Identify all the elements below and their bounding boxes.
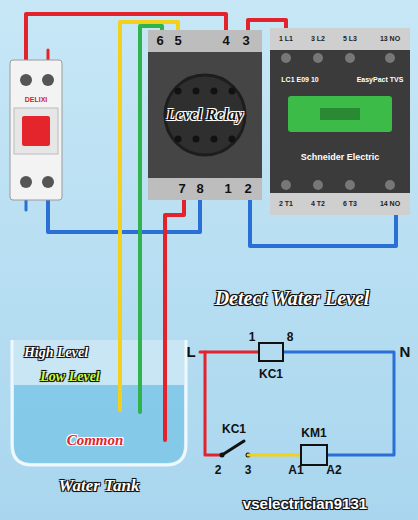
- probe-label: Common: [67, 432, 124, 449]
- terminal-number: 7: [177, 182, 186, 196]
- terminal-number: 4: [221, 34, 230, 48]
- terminal-screw: [42, 74, 54, 86]
- terminal-screw: [345, 180, 355, 190]
- neutral-line: [284, 352, 394, 455]
- terminal-strip: [148, 178, 262, 200]
- socket-hole: [229, 136, 236, 143]
- socket-hole: [193, 88, 200, 95]
- node-subtext: Schneider Electric: [301, 153, 380, 163]
- breaker-body: [10, 60, 62, 200]
- terminal-screw: [345, 53, 355, 63]
- terminal-mark: 1 L1: [279, 35, 293, 43]
- coil-terminal: A1: [288, 464, 303, 477]
- node-label: Water Tank: [59, 477, 140, 496]
- terminal-number: 3: [241, 34, 250, 48]
- terminal-mark: 4 T2: [311, 200, 325, 208]
- water-tank: Water Tank: [8, 340, 190, 500]
- node-label: KM1: [301, 427, 326, 440]
- terminal-number: 8: [195, 182, 204, 196]
- terminal-number: 6: [155, 34, 164, 48]
- tank-outline: [12, 340, 186, 465]
- socket-hole: [175, 136, 182, 143]
- live-line: [200, 351, 258, 354]
- terminal-number: 2: [243, 182, 252, 196]
- socket-hole: [229, 88, 236, 95]
- relay-coil: KC1: [258, 342, 284, 362]
- pin-number: 3: [245, 464, 252, 477]
- line-name: N: [400, 344, 411, 361]
- contactor-body: [270, 28, 410, 215]
- node-label: Level Relay: [167, 106, 244, 124]
- watermark: vselectrician9131: [243, 496, 367, 513]
- terminal-screw: [20, 176, 32, 188]
- terminal-number: 5: [173, 34, 182, 48]
- contactor: LC1 E09 10 EasyPact TVS Schneider Electric: [270, 28, 410, 215]
- terminal-screw: [313, 180, 323, 190]
- probe-label: High Level: [24, 345, 88, 360]
- node-label: KC1: [259, 368, 283, 381]
- contactor-drawing: [270, 28, 410, 215]
- terminal-strip: [270, 28, 410, 50]
- stub-wire: [47, 50, 50, 60]
- line-name: L: [186, 344, 195, 361]
- tank-glass: [12, 340, 186, 465]
- relay-socket: [165, 75, 245, 155]
- circuit-breaker: DELIXI: [10, 60, 62, 200]
- contact-point: [220, 453, 225, 458]
- contactor-coil: KM1: [300, 444, 328, 466]
- water: [14, 385, 184, 463]
- terminal-mark: 13 NO: [380, 35, 400, 43]
- probe-label: Low Level: [40, 369, 99, 384]
- terminal-screw: [281, 180, 291, 190]
- socket-hole: [211, 88, 218, 95]
- breaker-band: [14, 108, 58, 154]
- control-wire: [248, 454, 300, 457]
- circuit-breaker-drawing: [10, 60, 62, 200]
- node-subtext: EasyPact TVS: [357, 76, 404, 84]
- node-label: LC1 E09 10: [281, 76, 318, 84]
- terminal-screw: [42, 176, 54, 188]
- probe-wire: [118, 340, 122, 410]
- terminal-screw: [385, 53, 395, 63]
- stub-wire: [25, 200, 28, 210]
- terminal-strip: [270, 193, 410, 215]
- terminal-mark: 2 T1: [279, 200, 293, 208]
- pin-number: 2: [215, 464, 222, 477]
- terminal-screw: [20, 74, 32, 86]
- contact-blade: [222, 441, 244, 455]
- terminal-mark: 6 T3: [343, 200, 357, 208]
- terminal-screw: [385, 180, 395, 190]
- terminal-screw: [313, 53, 323, 63]
- terminal-mark: 14 NO: [380, 200, 400, 208]
- terminal-mark: 3 L2: [311, 35, 325, 43]
- contact-name: KC1: [222, 423, 246, 436]
- terminal-number: 1: [223, 182, 232, 196]
- probe-wire: [138, 340, 142, 412]
- terminal-screw: [281, 53, 291, 63]
- probe-wire: [163, 340, 167, 440]
- contactor-window: [288, 96, 392, 132]
- wire: [165, 200, 184, 340]
- live-branch: [205, 352, 222, 455]
- node-label: DELIXI: [25, 96, 48, 104]
- relay-body: [148, 30, 262, 200]
- terminal-mark: 5 L3: [343, 35, 357, 43]
- pin-number: 1: [249, 331, 256, 344]
- contactor-slot: [320, 108, 360, 120]
- socket-hole: [193, 136, 200, 143]
- pin-number: 8: [287, 331, 294, 344]
- diagram-title: Detect Water Level: [215, 287, 370, 309]
- breaker-toggle: [22, 116, 50, 146]
- coil-terminal: A2: [326, 464, 341, 477]
- terminal-strip: [148, 30, 262, 52]
- socket-hole: [175, 88, 182, 95]
- socket-hole: [211, 136, 218, 143]
- level-relay: Level Relay: [148, 30, 262, 200]
